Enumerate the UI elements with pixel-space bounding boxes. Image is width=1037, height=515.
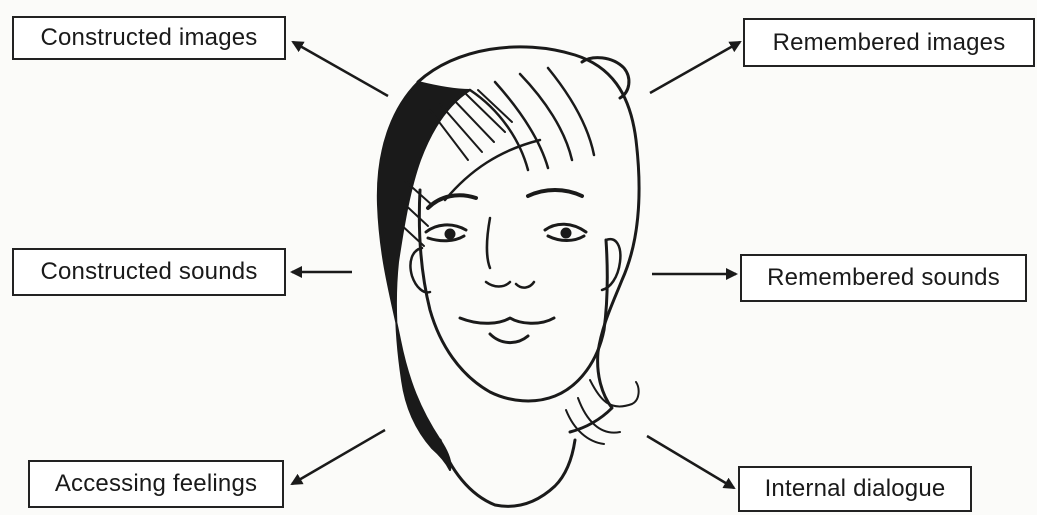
arrow-up-left — [293, 42, 388, 96]
ear-right — [602, 239, 620, 290]
arrow-up-right — [650, 42, 740, 93]
label-constructed-images: Constructed images — [12, 16, 286, 60]
label-remembered-images: Remembered images — [743, 18, 1035, 67]
pupil-left — [445, 229, 455, 239]
eyebrow-right — [528, 190, 582, 196]
nose — [486, 218, 534, 288]
label-remembered-sounds: Remembered sounds — [740, 254, 1027, 302]
mouth — [460, 318, 554, 323]
face-illustration — [378, 47, 639, 506]
arrow-down-left — [292, 430, 385, 484]
face-contour — [419, 190, 607, 401]
neck — [440, 440, 575, 506]
label-accessing-feelings: Accessing feelings — [28, 460, 284, 508]
label-internal-dialogue: Internal dialogue — [738, 466, 972, 512]
eyebrow-left — [428, 195, 476, 208]
arrow-down-right — [647, 436, 734, 488]
pupil-right — [561, 228, 571, 238]
label-constructed-sounds: Constructed sounds — [12, 248, 286, 296]
lower-lip — [490, 334, 528, 343]
